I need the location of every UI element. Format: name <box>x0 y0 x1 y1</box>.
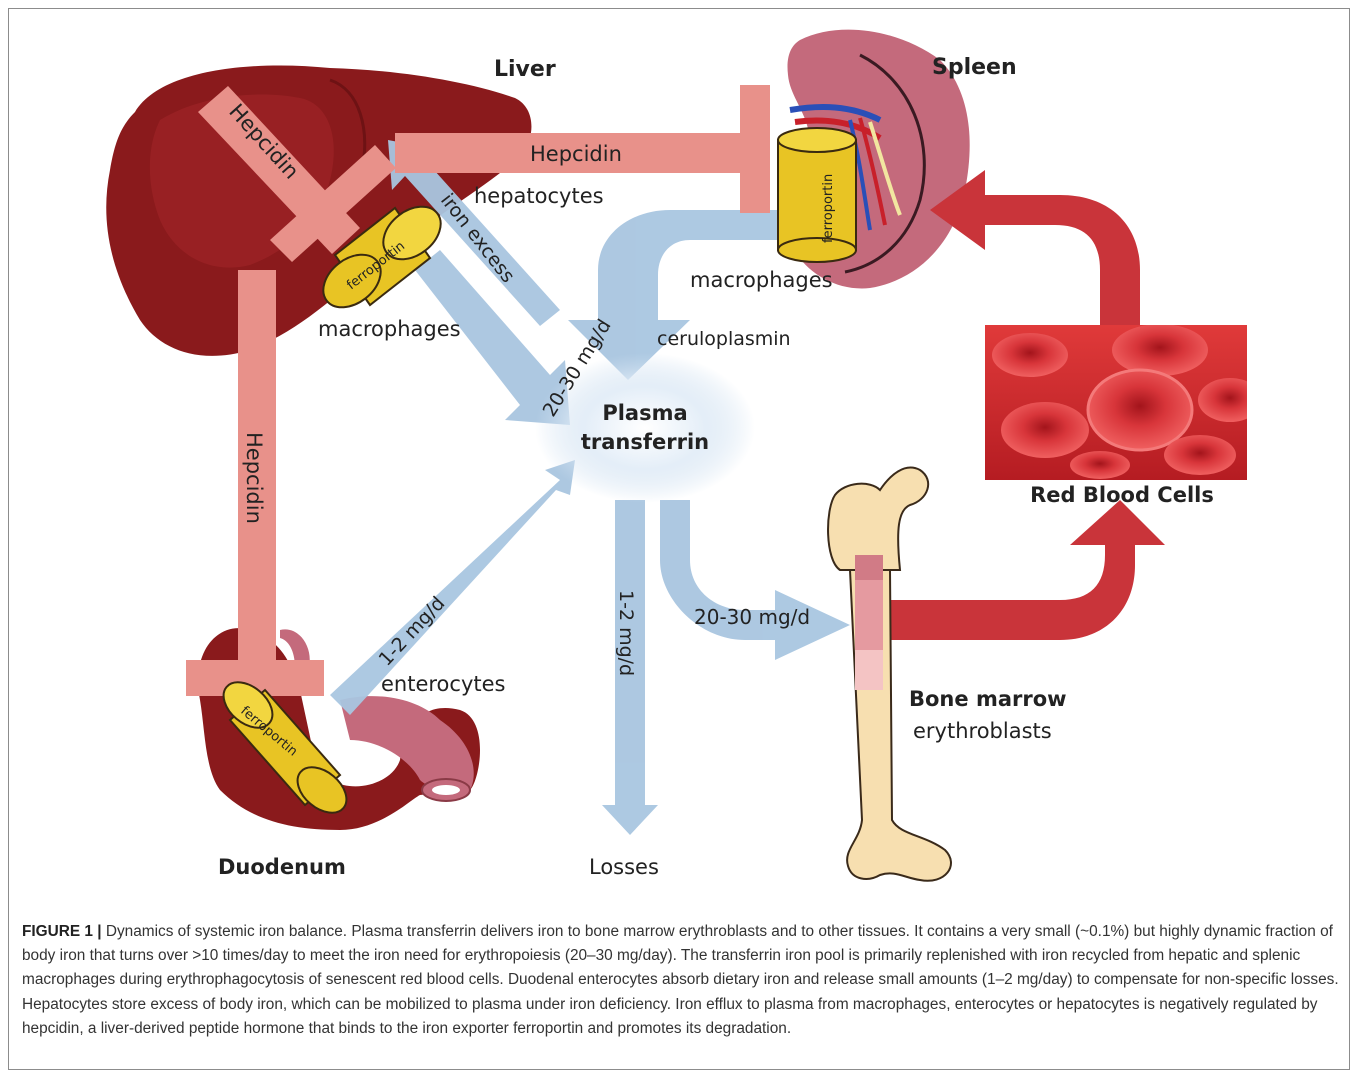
label-spleen: Spleen <box>932 55 1017 80</box>
label-plasma: Plasma <box>602 401 687 425</box>
label-macrophages-liver: macrophages <box>318 317 461 341</box>
figure-caption: FIGURE 1 | Dynamics of systemic iron bal… <box>22 920 1340 1041</box>
spleen-macrophage-flow <box>568 210 790 380</box>
label-losses: Losses <box>589 855 659 879</box>
label-liver: Liver <box>494 57 556 82</box>
label-flux-losses: 1-2 mg/d <box>615 590 637 676</box>
label-enterocytes: enterocytes <box>381 672 505 696</box>
label-transferrin: transferrin <box>581 430 709 454</box>
label-flux-marrow: 20-30 mg/d <box>694 605 810 629</box>
femur-bone <box>828 468 951 881</box>
iron-balance-diagram: Liver Spleen Hepcidin Hepcidin Hepcidin … <box>0 0 1358 900</box>
label-hepcidin-top: Hepcidin <box>530 142 622 166</box>
ferroportin-spleen <box>778 128 856 262</box>
label-ferroportin-spleen: ferroportin <box>821 174 836 243</box>
label-duodenum: Duodenum <box>218 855 346 879</box>
label-flux-enterocytes: 1-2 mg/d <box>375 592 450 670</box>
marrow-to-rbc-arrow <box>880 500 1165 640</box>
label-hepatocytes: hepatocytes <box>474 184 604 208</box>
hepcidin-block-spleen <box>740 85 770 213</box>
caption-text: Dynamics of systemic iron balance. Plasm… <box>22 923 1339 1037</box>
rbc-panel <box>985 324 1262 480</box>
label-bone-marrow: Bone marrow <box>909 687 1067 711</box>
rbc-to-spleen-arrow <box>930 170 1140 330</box>
label-red-blood-cells: Red Blood Cells <box>1030 483 1214 507</box>
label-macrophages-spleen: macrophages <box>690 268 833 292</box>
marrow-flow <box>660 500 850 660</box>
label-ceruloplasmin: ceruloplasmin <box>657 328 791 350</box>
label-hepcidin-left: Hepcidin <box>242 432 266 524</box>
caption-label: FIGURE 1 | <box>22 923 102 940</box>
label-erythroblasts: erythroblasts <box>913 719 1052 743</box>
